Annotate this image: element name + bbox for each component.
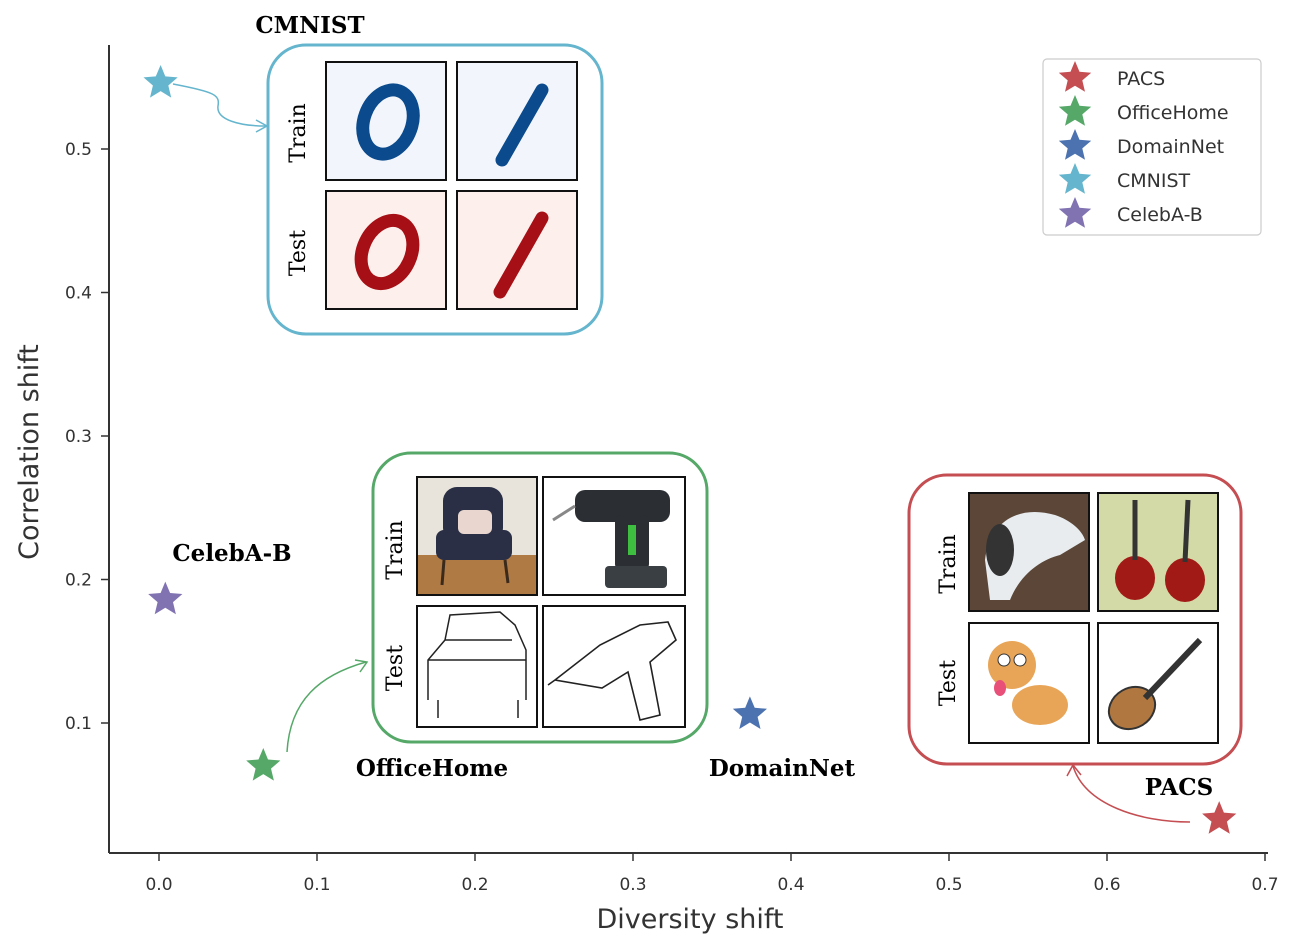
y-tick-label: 0.2 — [65, 571, 92, 591]
drill-sketch-shape — [547, 621, 677, 721]
officehome-label: OfficeHome — [356, 755, 508, 782]
cartoon-dog-eye — [1013, 653, 1027, 667]
x-ticks: 0.0 0.1 0.2 0.3 0.4 0.5 0.6 0.7 — [145, 853, 1279, 895]
officehome-inset: Train Test — [371, 451, 709, 744]
point-domainnet — [732, 696, 767, 729]
legend-marker-domainnet — [1058, 129, 1092, 160]
chair-seat-shape — [436, 530, 512, 560]
cartoon-dog-body-shape — [1012, 685, 1068, 725]
legend-marker-cmnist — [1058, 163, 1092, 194]
legend-label-officehome: OfficeHome — [1117, 102, 1229, 124]
y-tick-label: 0.5 — [65, 140, 92, 160]
officehome-arrowhead — [354, 659, 369, 673]
officehome-test-label: Test — [383, 645, 408, 691]
x-axis-title: Diversity shift — [597, 904, 784, 935]
floor-shape — [418, 555, 536, 594]
guitar-body-shape — [1115, 556, 1155, 600]
cmnist-arrowhead — [255, 119, 269, 133]
legend-label-pacs: PACS — [1117, 68, 1165, 90]
officehome-arrow — [286, 661, 367, 753]
drill-body-shape — [575, 490, 670, 522]
pacs-arrow — [1072, 765, 1191, 823]
cartoon-dog-tongue — [994, 680, 1006, 696]
officehome-test-drill-image — [542, 605, 686, 728]
point-cmnist — [143, 65, 178, 98]
guitar-body-shape — [1165, 558, 1205, 602]
cartoon-guitar-neck-shape — [1142, 637, 1203, 701]
chair-leg — [440, 559, 446, 586]
cmnist-train-label: Train — [286, 103, 311, 163]
drill-bit-shape — [552, 504, 576, 522]
officehome-test-chair-image — [416, 605, 538, 728]
point-pacs — [1202, 801, 1237, 834]
x-tick-label: 0.4 — [777, 875, 804, 895]
y-tick-label: 0.4 — [65, 284, 92, 304]
pacs-inset: Train Test — [907, 473, 1243, 766]
digit-zero-red — [354, 213, 420, 291]
drill-battery-shape — [605, 566, 667, 588]
digit-one-blue — [495, 83, 549, 167]
y-ticks: 0.1 0.2 0.3 0.4 0.5 — [65, 140, 109, 734]
guitar-neck-shape — [1182, 499, 1191, 563]
cmnist-train-image-0 — [325, 61, 447, 181]
pacs-label: PACS — [1145, 774, 1213, 801]
legend-label-celeba-b: CelebA-B — [1117, 204, 1203, 226]
pacs-arrowhead — [1066, 763, 1082, 777]
legend-marker-officehome — [1058, 95, 1092, 126]
legend-label-domainnet: DomainNet — [1117, 136, 1224, 158]
y-axis-title: Correlation shift — [14, 344, 45, 560]
legend-marker-celeba-b — [1058, 197, 1092, 228]
data-points — [143, 65, 1237, 834]
point-officehome — [246, 748, 281, 781]
x-tick-label: 0.1 — [303, 875, 330, 895]
cmnist-label: CMNIST — [255, 12, 364, 39]
celeba-b-label: CelebA-B — [172, 540, 291, 567]
pillow-shape — [458, 510, 492, 534]
cmnist-test-image-0 — [325, 190, 447, 310]
cmnist-inset: Train Test — [266, 43, 604, 336]
chair-leg — [503, 559, 510, 584]
x-tick-label: 0.2 — [461, 875, 488, 895]
sofa-sketch-shape — [427, 611, 527, 718]
x-tick-label: 0.5 — [935, 875, 962, 895]
dog-ear-shape — [986, 524, 1014, 576]
x-tick-label: 0.7 — [1251, 875, 1278, 895]
cmnist-test-label: Test — [286, 230, 311, 276]
x-tick-label: 0.0 — [145, 875, 172, 895]
cartoon-dog-eye — [997, 653, 1011, 667]
digit-zero-blue — [356, 83, 420, 161]
legend-label-cmnist: CMNIST — [1117, 170, 1191, 192]
axes — [108, 45, 1268, 854]
cartoon-guitar-body-shape — [1107, 685, 1157, 731]
point-celeba-b — [148, 581, 183, 615]
y-tick-label: 0.1 — [65, 714, 92, 734]
domainnet-label: DomainNet — [709, 755, 856, 782]
y-tick-label: 0.3 — [65, 427, 92, 447]
pacs-train-label: Train — [936, 534, 961, 594]
legend-marker-pacs — [1058, 61, 1092, 92]
cartoon-dog-head-shape — [988, 641, 1036, 689]
cmnist-arrow — [172, 83, 267, 127]
pacs-test-label: Test — [936, 660, 961, 706]
legend-frame — [1042, 58, 1262, 236]
digit-one-red — [493, 211, 549, 299]
officehome-train-label: Train — [383, 520, 408, 580]
pacs-test-dog-image — [968, 622, 1090, 744]
drill-accent-shape — [628, 525, 636, 555]
x-tick-label: 0.3 — [619, 875, 646, 895]
x-tick-label: 0.6 — [1093, 875, 1120, 895]
